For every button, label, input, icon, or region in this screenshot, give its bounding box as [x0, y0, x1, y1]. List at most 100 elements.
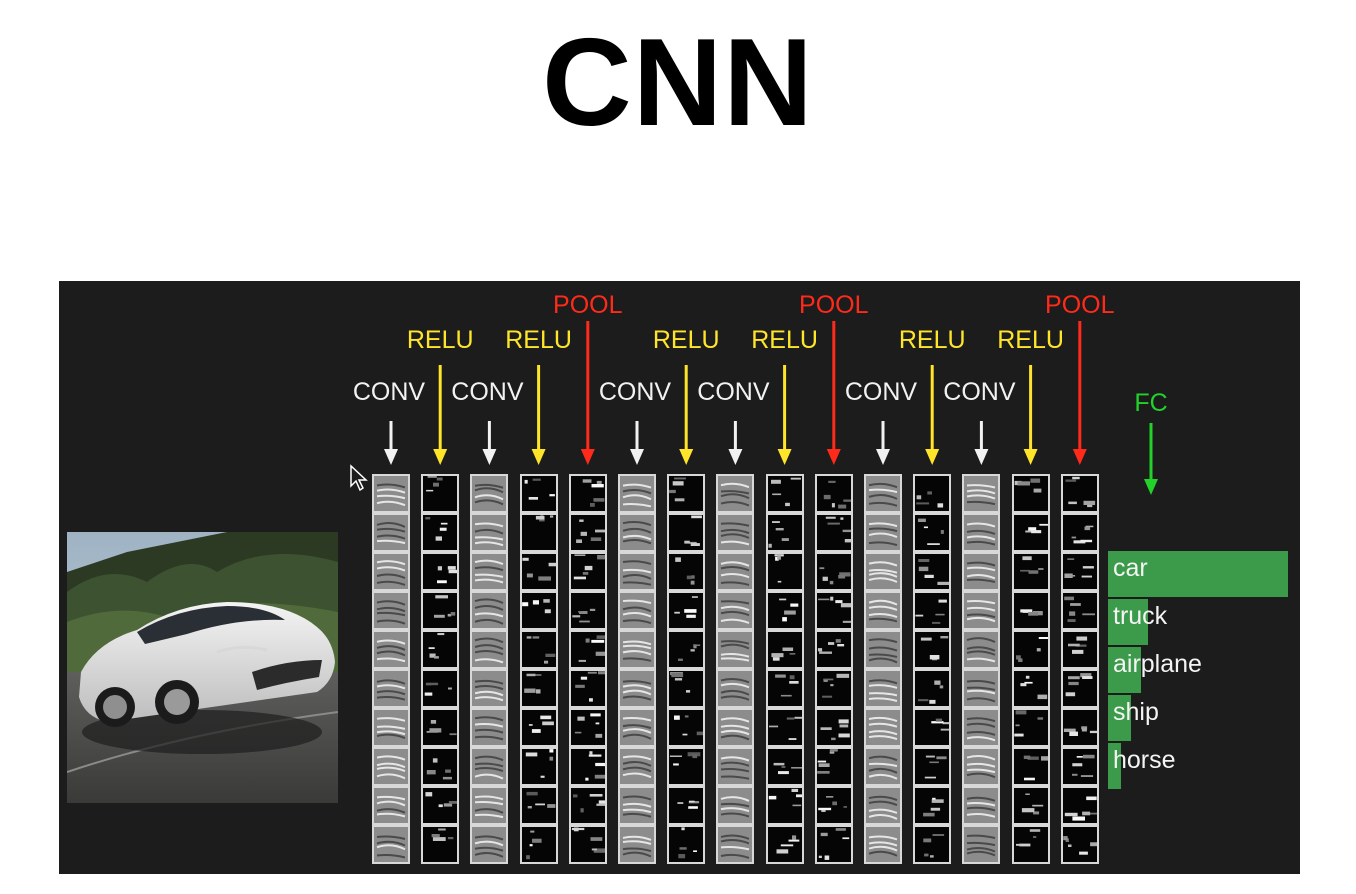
feature-map [765, 513, 804, 552]
feature-map [962, 669, 1001, 708]
feature-map [864, 591, 902, 630]
feature-map [814, 669, 853, 708]
feature-map [814, 825, 853, 864]
feature-map [568, 708, 607, 747]
feature-map [618, 708, 656, 747]
feature-map [667, 591, 706, 630]
feature-column-pool [1060, 474, 1099, 864]
feature-map [1060, 825, 1099, 864]
feature-map [1060, 552, 1099, 591]
feature-map [765, 708, 804, 747]
feature-map [568, 474, 607, 513]
feature-map [864, 552, 902, 591]
feature-map [716, 630, 755, 669]
feature-map [618, 474, 656, 513]
feature-map [765, 747, 804, 786]
feature-map [519, 552, 558, 591]
feature-map [1060, 669, 1099, 708]
feature-map [372, 630, 410, 669]
feature-map [814, 708, 853, 747]
prediction-bar-horse [1108, 743, 1121, 789]
feature-map [470, 708, 509, 747]
relu-label: RELU [652, 326, 720, 354]
relu-arrowhead [433, 449, 448, 465]
feature-map [519, 630, 558, 669]
feature-column-relu [913, 474, 952, 864]
feature-map [864, 669, 902, 708]
pool-label: POOL [553, 291, 623, 319]
feature-map [1011, 474, 1050, 513]
feature-map [618, 786, 656, 825]
feature-map [421, 747, 460, 786]
feature-map [421, 552, 460, 591]
conv-label: CONV [844, 378, 918, 406]
feature-map [519, 513, 558, 552]
feature-map [864, 630, 902, 669]
feature-map [1011, 669, 1050, 708]
conv-arrowhead [876, 449, 890, 465]
feature-map [618, 591, 656, 630]
feature-map [716, 591, 755, 630]
feature-map [568, 630, 607, 669]
feature-map [667, 474, 706, 513]
feature-map [814, 552, 853, 591]
fc-label: FC [1134, 389, 1168, 417]
feature-map [618, 630, 656, 669]
feature-map [765, 825, 804, 864]
feature-map [814, 786, 853, 825]
feature-map [765, 474, 804, 513]
feature-map [864, 786, 902, 825]
feature-map [913, 825, 952, 864]
relu-arrowhead [925, 449, 940, 465]
feature-column-pool [568, 474, 607, 864]
feature-map [421, 630, 460, 669]
feature-map [765, 669, 804, 708]
conv-arrowhead [384, 449, 398, 465]
feature-map [421, 513, 460, 552]
feature-map [470, 825, 509, 864]
feature-map [618, 513, 656, 552]
mouse-cursor-icon [350, 464, 368, 492]
feature-map [372, 747, 410, 786]
feature-map [814, 630, 853, 669]
feature-map [618, 669, 656, 708]
feature-map [667, 708, 706, 747]
feature-map [1011, 513, 1050, 552]
feature-map [667, 552, 706, 591]
feature-map [962, 552, 1001, 591]
conv-label: CONV [697, 378, 770, 406]
feature-map [1011, 591, 1050, 630]
feature-column-conv [962, 474, 1001, 864]
feature-map [814, 474, 853, 513]
layer-arrows [384, 321, 1158, 495]
feature-map [667, 630, 706, 669]
input-car-image [67, 532, 338, 803]
feature-map [913, 747, 952, 786]
feature-map [716, 669, 755, 708]
feature-map [913, 591, 952, 630]
feature-map [618, 825, 656, 864]
feature-map [913, 513, 952, 552]
feature-map [470, 630, 509, 669]
feature-map [568, 825, 607, 864]
prediction-label-airplane: airplane [1113, 650, 1202, 678]
feature-column-relu [519, 474, 558, 864]
prediction-bar-car [1108, 551, 1288, 597]
feature-map [421, 825, 460, 864]
relu-label: RELU [505, 326, 572, 354]
feature-map [1011, 630, 1050, 669]
feature-map [962, 747, 1001, 786]
feature-map [519, 747, 558, 786]
prediction-label-horse: horse [1113, 746, 1176, 774]
pool-arrowhead [1072, 449, 1087, 465]
feature-map [913, 669, 952, 708]
feature-map [962, 825, 1001, 864]
feature-map [716, 552, 755, 591]
feature-map [519, 825, 558, 864]
feature-map [1011, 747, 1050, 786]
conv-arrowhead [728, 449, 743, 465]
feature-map [1011, 825, 1050, 864]
relu-label: RELU [406, 326, 474, 354]
feature-map [1011, 708, 1050, 747]
